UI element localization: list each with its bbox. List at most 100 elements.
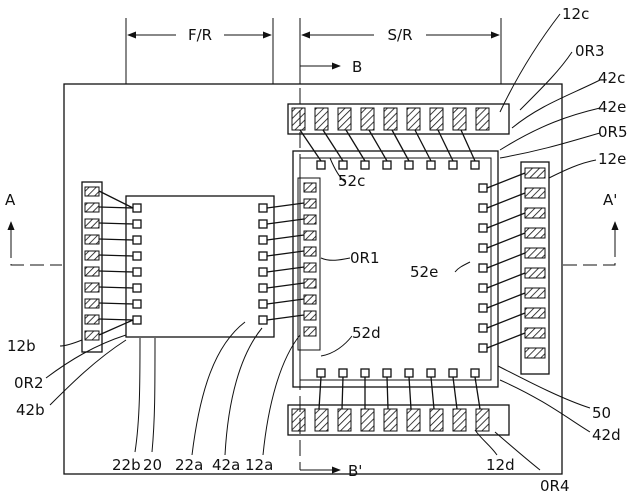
chip-20-right-pad [258, 299, 268, 309]
chip-50-right-pad [478, 343, 488, 353]
lead-finger-12a [303, 326, 317, 337]
chip-50-right-pad [478, 303, 488, 313]
lead-finger-12a [303, 230, 317, 241]
label-0r3: 0R3 [575, 42, 605, 60]
lead-finger-12c [406, 107, 421, 131]
lead-finger-12b [84, 266, 100, 277]
bond-wire [299, 129, 322, 162]
bond-wire [266, 266, 305, 273]
lead-finger-12e [524, 187, 546, 199]
package-substrate [63, 83, 563, 475]
lead-finger-12a [303, 198, 317, 209]
label-0r4: 0R4 [540, 477, 570, 495]
label-a-left: A [5, 191, 16, 209]
lead-finger-12e [524, 307, 546, 319]
label-a-right: A' [603, 191, 617, 209]
bond-wire [266, 234, 305, 241]
lead-finger-12e [524, 247, 546, 259]
bond-wire [408, 376, 412, 410]
label-42a: 42a [212, 456, 240, 474]
lead-finger-12d [314, 408, 329, 432]
lead-finger-12b [84, 282, 100, 293]
label-42b: 42b [16, 401, 45, 419]
label-12d: 12d [486, 456, 515, 474]
lead-finger-12b [84, 314, 100, 325]
lead-finger-12e [524, 347, 546, 359]
chip-20-right-pad [258, 203, 268, 213]
bond-wire [486, 312, 526, 329]
chip-50-right-pad [478, 223, 488, 233]
label-12b: 12b [7, 337, 36, 355]
chip-20-left-pad [132, 299, 142, 309]
lead-strip-12d-fingers [291, 408, 490, 432]
bond-wire [486, 252, 526, 269]
chip-50-bottom-pad [404, 368, 414, 378]
lead-finger-12d [475, 408, 490, 432]
lead-finger-12e [524, 167, 546, 179]
label-0r1: 0R1 [350, 249, 380, 267]
lead-finger-12a [303, 278, 317, 289]
bond-wire [474, 376, 481, 410]
bond-wire [266, 218, 305, 225]
lead-strip-12e [520, 161, 550, 375]
lead-finger-12d [383, 408, 398, 432]
lead-finger-12d [406, 408, 421, 432]
bond-wire [341, 376, 344, 410]
lead-finger-12a [303, 214, 317, 225]
bond-wire [98, 206, 134, 209]
label-50: 50 [592, 404, 611, 422]
label-12e: 12e [598, 150, 626, 168]
label-22a: 22a [175, 456, 203, 474]
chip-50-top-pad [316, 160, 326, 170]
lead-finger-12a [303, 294, 317, 305]
chip-20-left-pad [132, 235, 142, 245]
chip-20-right-pad [258, 219, 268, 229]
labels: F/R S/R A A' B B' 12c 0R3 42c 42e 0R5 12… [5, 5, 628, 495]
lead-strip-12d [287, 404, 510, 436]
bond-wire [322, 129, 344, 162]
lead-finger-12b [84, 250, 100, 261]
lead-strip-12c-fingers [291, 107, 490, 131]
chip-20-pads [132, 203, 268, 325]
bond-wire [266, 298, 305, 305]
lead-finger-12d [337, 408, 352, 432]
bond-wire [98, 286, 134, 289]
label-b-top: B [352, 58, 362, 76]
bond-wire [486, 192, 526, 209]
section-line-a [7, 221, 619, 266]
chip-50-right-pad [478, 323, 488, 333]
lead-finger-12c [337, 107, 352, 131]
chip-20-left-pad [132, 203, 142, 213]
chip-20-right-pad [258, 267, 268, 277]
lead-finger-12a [303, 246, 317, 257]
lead-finger-12c [360, 107, 375, 131]
lead-finger-12b [84, 298, 100, 309]
chip-50-top-pad [404, 160, 414, 170]
chip-20-right-pad [258, 315, 268, 325]
chip-20-left-pad [132, 251, 142, 261]
bond-wire [486, 232, 526, 249]
chip-20-right-pad [258, 251, 268, 261]
bond-wire [98, 190, 134, 209]
chip-20-left-pad [132, 219, 142, 229]
label-52d: 52d [352, 324, 381, 342]
bond-wire [98, 302, 134, 305]
lead-finger-12c [429, 107, 444, 131]
bond-wire [486, 292, 526, 309]
label-sr: S/R [388, 26, 413, 44]
lead-finger-12e [524, 207, 546, 219]
bond-wire [98, 222, 134, 225]
bond-wires [98, 129, 526, 410]
bond-wire [486, 332, 526, 349]
bond-wire [266, 314, 305, 321]
bond-wire [391, 129, 410, 162]
chip-20-right-pad [258, 283, 268, 293]
chip-50-bottom-pad [470, 368, 480, 378]
bond-wire [266, 282, 305, 289]
chip-20-left-pad [132, 283, 142, 293]
lead-finger-12c [475, 107, 490, 131]
lead-finger-12a [303, 310, 317, 321]
chip-50-bottom-pad [360, 368, 370, 378]
